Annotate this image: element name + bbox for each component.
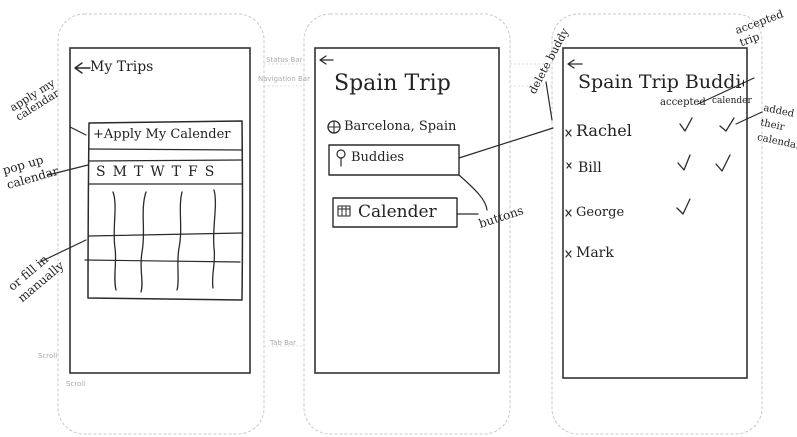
- label-scroll-left: Scroll: [38, 352, 58, 360]
- buddies-title: Spain Trip Buddies: [578, 71, 744, 93]
- buddy-row[interactable]: Bill: [578, 160, 602, 176]
- screen-1: [69, 47, 251, 374]
- apply-calendar-button[interactable]: +Apply My Calender: [93, 127, 231, 142]
- screen-2: [314, 47, 500, 374]
- buddy-row[interactable]: George: [576, 205, 624, 220]
- apply-calendar-label: +Apply My Calender: [93, 127, 231, 142]
- buddies-button[interactable]: Buddies: [351, 150, 404, 165]
- screen-3: [562, 47, 748, 379]
- buddy-name: George: [576, 205, 625, 220]
- back-arrow-icon-2: [319, 55, 334, 65]
- col-accepted-label: accepted: [660, 97, 706, 108]
- col-calendar-label: calender: [712, 96, 752, 106]
- phone-frame-2: [303, 13, 511, 435]
- buddy-row[interactable]: Mark: [576, 245, 614, 261]
- buddy-name: Mark: [576, 245, 614, 261]
- buddy-name: Rachel: [576, 121, 632, 140]
- label-navigation-bar: Navigation Bar: [258, 75, 310, 83]
- back-button-my-trips[interactable]: My Trips: [90, 59, 153, 75]
- delete-buddy-button[interactable]: [563, 126, 575, 138]
- delete-buddy-button[interactable]: [563, 207, 575, 219]
- calendar-button[interactable]: Calender: [358, 202, 437, 222]
- back-arrow-icon: [74, 62, 91, 74]
- label-scroll-bottom: Scroll: [66, 380, 86, 388]
- phone-frame-3: [551, 13, 763, 435]
- back-label: My Trips: [90, 59, 154, 75]
- delete-buddy-button[interactable]: [563, 160, 575, 172]
- buddy-row[interactable]: Rachel: [576, 121, 632, 140]
- label-status-bar: Status Bar: [266, 56, 303, 64]
- calendar-button-frame: [332, 197, 458, 228]
- trip-title: Spain Trip: [334, 71, 451, 96]
- calendar-popup-frame: [87, 120, 244, 301]
- buddies-button-label: Buddies: [351, 150, 405, 165]
- label-tab-bar: Tab Bar: [270, 339, 297, 347]
- week-days-label: SMTWTFS: [96, 164, 222, 180]
- trip-location: Barcelona, Spain: [344, 119, 457, 134]
- buddy-name: Bill: [578, 160, 602, 176]
- phone-frame-1: [57, 13, 265, 435]
- week-header: SMTWTFS: [96, 164, 221, 180]
- buddies-button-frame: [328, 144, 460, 176]
- delete-buddy-button[interactable]: [563, 248, 575, 260]
- calendar-button-label: Calender: [358, 202, 437, 222]
